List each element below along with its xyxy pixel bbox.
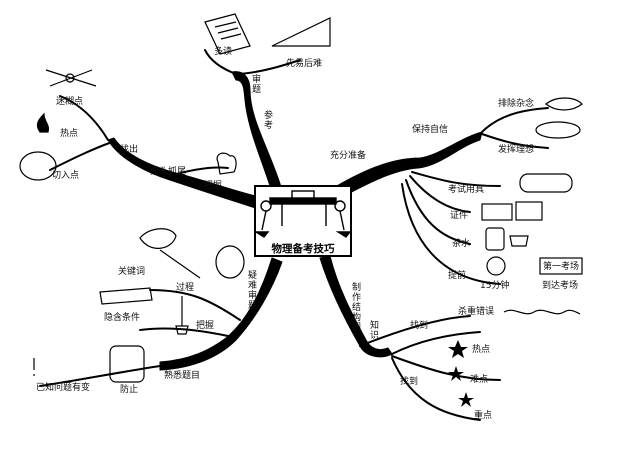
- label-guocheng: 过程: [176, 283, 195, 293]
- line-rl-d: [391, 357, 481, 421]
- lips-icon: [545, 97, 583, 111]
- star-icon: [448, 340, 468, 358]
- label-redian2: 热点: [472, 345, 491, 355]
- label-zhizuo: 制作结构图: [350, 282, 360, 332]
- branch-left-lower-trunk: [159, 257, 283, 371]
- center-title: 物理备考技巧: [271, 243, 335, 255]
- label-fangzhi: 防止: [120, 385, 139, 395]
- label-bawo: 把握: [204, 181, 223, 191]
- label-yizhi: 已知问题有变: [36, 383, 91, 393]
- star3-icon: [458, 392, 474, 407]
- label-redian: 热点: [60, 129, 79, 139]
- line-lu-c: [169, 166, 229, 177]
- card-icon: [481, 203, 513, 221]
- line-rl-c: [391, 355, 501, 381]
- card2-icon: [515, 201, 543, 221]
- line-rl-a: [359, 315, 471, 347]
- label-shazhong: 杀重错误: [458, 307, 495, 317]
- shield-icon: [109, 345, 145, 383]
- books-icon: [99, 287, 153, 305]
- line-ru-a: [481, 107, 549, 133]
- branch-right-upper-trunk: [329, 131, 483, 201]
- label-shenti: 审题: [250, 74, 260, 94]
- label-xianyi: 先易后难: [286, 59, 323, 69]
- label-kaoshi: 考试用具: [448, 185, 485, 195]
- line-top-a: [204, 49, 237, 75]
- wave-icon: [503, 309, 581, 315]
- line-rl-b: [391, 331, 481, 355]
- label-zhuatou: 抓头抓尾: [150, 167, 187, 177]
- label-tiqian: 提前: [448, 271, 467, 281]
- label-zhishi: 知识: [368, 320, 378, 340]
- watermelon-icon: [19, 151, 57, 181]
- branch-left-upper-trunk: [107, 137, 265, 211]
- cup-icon: [509, 235, 529, 247]
- line-ll-c: [39, 365, 161, 387]
- label-qieru: 切入点: [52, 171, 80, 181]
- line-ll-a: [139, 327, 229, 337]
- fist-icon: [216, 152, 237, 175]
- clock-icon: [486, 256, 506, 276]
- pills-icon: [535, 121, 581, 139]
- label-chashui: 茶水: [452, 239, 471, 249]
- label-zhaodao: 找到: [410, 321, 429, 331]
- net-icon: [139, 228, 177, 249]
- line-ru-e: [405, 179, 471, 245]
- label-daoda: 到达考场: [542, 281, 579, 291]
- label-bawo2: 把握: [196, 321, 215, 331]
- jar-icon: [485, 227, 505, 251]
- branch-right-lower-trunk: [319, 255, 393, 358]
- label-15min: 15分钟: [480, 281, 510, 291]
- line-ru-d: [409, 175, 471, 213]
- label-paichu: 排除杂念: [498, 99, 535, 109]
- scissors-icon: [45, 69, 97, 87]
- label-yinhan: 隐含条件: [104, 313, 141, 323]
- label-fahui: 发挥理想: [498, 145, 535, 155]
- label-zhengjian: 证件: [450, 211, 469, 221]
- label-guanjian: 关键词: [118, 267, 146, 277]
- label-mihu: 迷糊点: [56, 97, 84, 107]
- label-yinan: 疑难审题: [246, 270, 256, 310]
- branch-top-trunk: [231, 71, 283, 193]
- face-icon: [215, 245, 245, 279]
- label-zhaodao2: 找到: [400, 377, 419, 387]
- label-duodu: 多读: [214, 47, 233, 57]
- line-ll-b: [149, 289, 241, 321]
- line-top-b: [239, 59, 301, 75]
- label-diyi: 第一考场: [543, 262, 580, 272]
- line-lu-a: [59, 95, 109, 141]
- line-ru-b: [481, 133, 549, 149]
- center-illustration: [253, 190, 352, 238]
- label-shuxi: 熟悉题目: [164, 371, 201, 381]
- paper-icon: [204, 13, 251, 55]
- star2-icon: [448, 366, 464, 381]
- sign-icon: [539, 257, 583, 275]
- label-cankao: 参考: [262, 110, 272, 130]
- label-nandian: 难点: [470, 375, 489, 385]
- line-ru-c: [411, 171, 501, 187]
- line-ru-f: [401, 183, 501, 285]
- label-baochi: 保持自信: [412, 125, 449, 135]
- label-chongfen: 充分准备: [330, 151, 367, 161]
- line-lu-b: [49, 141, 113, 171]
- shovel-icon: [175, 296, 189, 335]
- label-zhaochu: 找出: [120, 145, 139, 155]
- ruler-icon: [271, 17, 331, 47]
- flame-icon: [36, 112, 50, 133]
- train-icon: [519, 173, 573, 193]
- label-zhongdian: 重点: [474, 411, 493, 421]
